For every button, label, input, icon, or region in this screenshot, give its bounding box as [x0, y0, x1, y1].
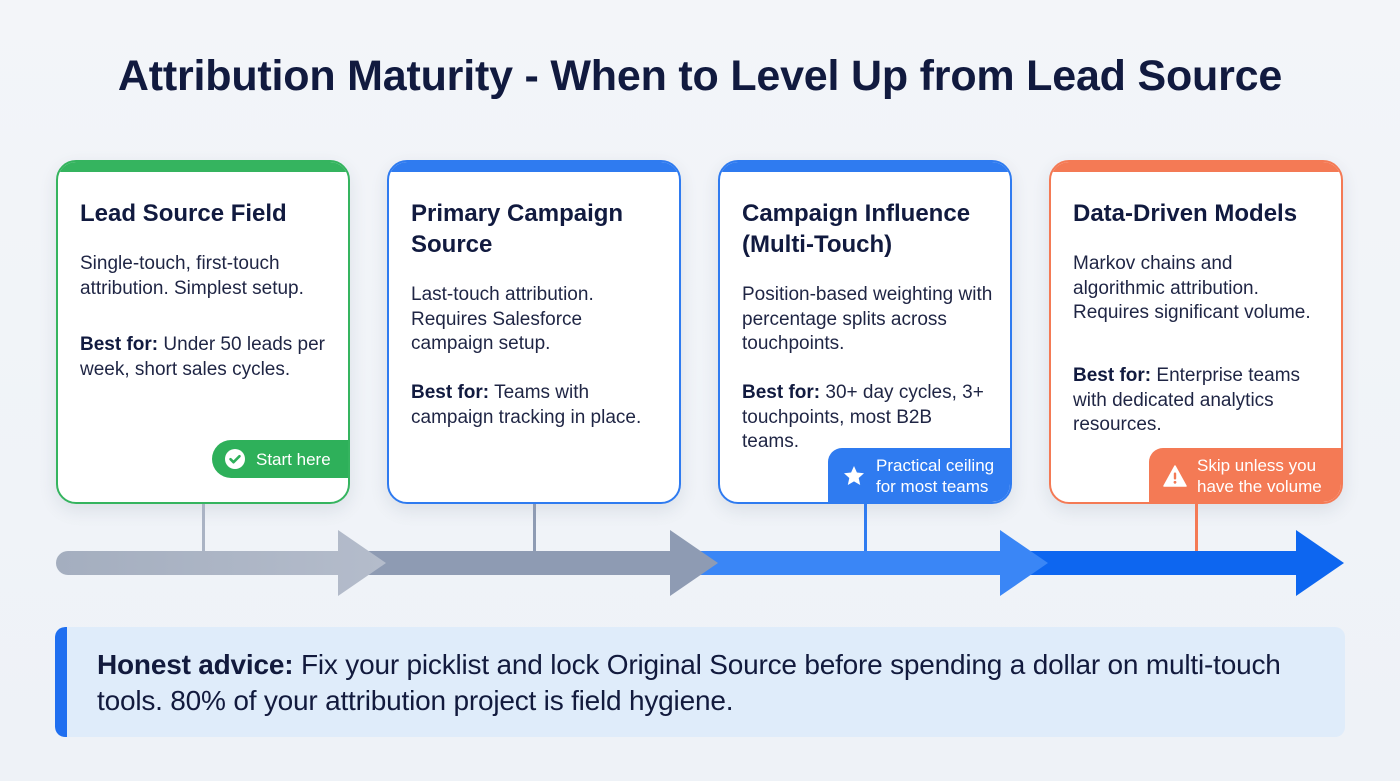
- stage-title: Data-Driven Models: [1073, 200, 1298, 227]
- connector-line: [1195, 504, 1198, 552]
- stage-title: Primary Campaign Source: [411, 200, 624, 258]
- stage-description: Last-touch attribution. Requires Salesfo…: [411, 284, 594, 354]
- connector-line: [533, 504, 536, 552]
- stage-card-lead-source: Lead Source Field Single-touch, first-to…: [56, 160, 350, 504]
- stage-card-primary-campaign: Primary Campaign Source Last-touch attri…: [387, 160, 681, 504]
- page-title: Attribution Maturity - When to Level Up …: [117, 52, 1283, 100]
- star-icon: [842, 464, 866, 488]
- stage-best-for: Best for: Under 50 leads per week, short…: [80, 334, 326, 380]
- connector-line: [864, 504, 867, 552]
- stage-best-for: Best for: 30+ day cycles, 3+ touchpoints…: [742, 382, 984, 452]
- badge-label: Practical ceiling for most teams: [876, 456, 995, 496]
- start-here-badge: Start here: [212, 440, 348, 478]
- connector-line: [202, 504, 205, 552]
- stage-title: Lead Source Field: [80, 200, 287, 227]
- stage-description: Single-touch, first-touch attribution. S…: [80, 253, 304, 299]
- stage-title: Campaign Influence (Multi-Touch): [742, 200, 971, 258]
- skip-warning-badge: Skip unless you have the volume: [1149, 448, 1341, 502]
- advice-callout: Honest advice: Fix your picklist and loc…: [55, 627, 1345, 737]
- advice-text: Honest advice: Fix your picklist and loc…: [97, 649, 1281, 716]
- stage-description: Position-based weighting with percentage…: [742, 284, 993, 354]
- check-circle-icon: [224, 448, 246, 470]
- stage-description: Markov chains and algorithmic attributio…: [1073, 253, 1311, 323]
- advice-accent-bar: [55, 627, 67, 737]
- stage-card-data-driven: Data-Driven Models Markov chains and alg…: [1049, 160, 1343, 504]
- stage-card-campaign-influence: Campaign Influence (Multi-Touch) Positio…: [718, 160, 1012, 504]
- practical-ceiling-badge: Practical ceiling for most teams: [828, 448, 1010, 502]
- stage-best-for: Best for: Enterprise teams with dedicate…: [1073, 365, 1301, 435]
- stage-best-for: Best for: Teams with campaign tracking i…: [411, 382, 642, 428]
- maturity-timeline-arrow: [56, 530, 1344, 596]
- badge-label: Start here: [256, 449, 331, 469]
- warning-icon: [1163, 465, 1187, 487]
- badge-label: Skip unless you have the volume: [1197, 456, 1322, 496]
